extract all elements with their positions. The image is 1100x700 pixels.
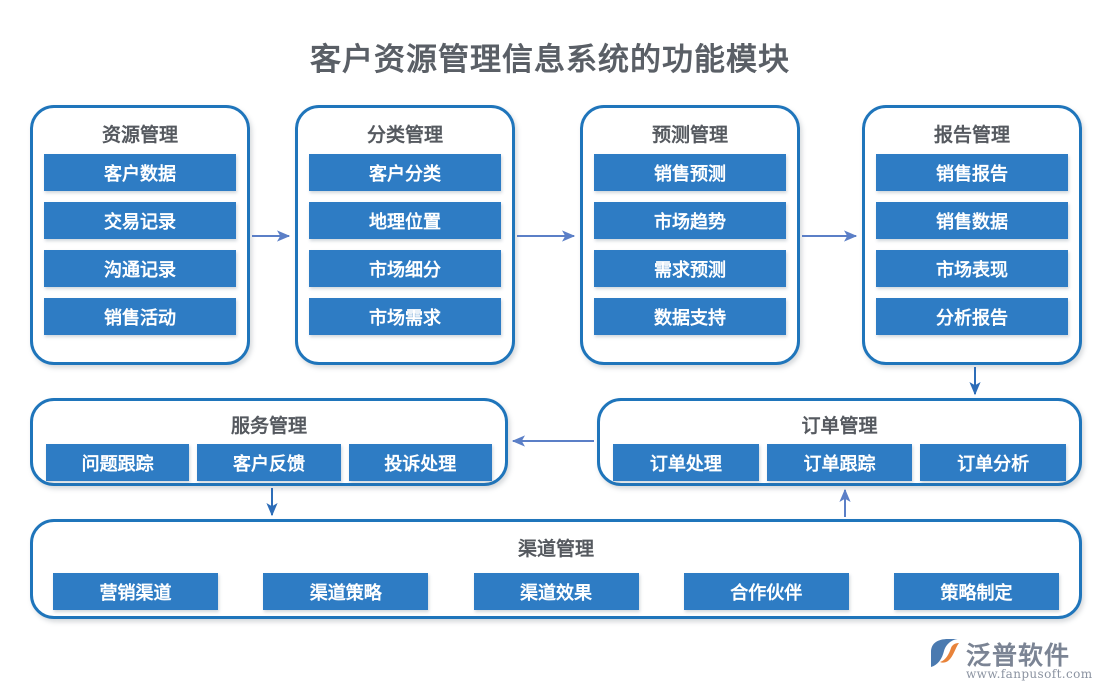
module-item-chip[interactable]: 交易记录 bbox=[44, 202, 236, 239]
brand-logo: 泛普软件 www.fanpusoft.com bbox=[928, 636, 1092, 688]
card-title: 报告管理 bbox=[933, 124, 1010, 146]
module-card-order[interactable]: 订单管理 订单处理 订单跟踪 订单分析 bbox=[597, 398, 1082, 486]
module-card-resource[interactable]: 资源管理 客户数据 交易记录 沟通记录 销售活动 bbox=[30, 105, 250, 365]
module-item-chip[interactable]: 营销渠道 bbox=[53, 573, 218, 610]
card-title: 渠道管理 bbox=[517, 538, 594, 560]
module-item-chip[interactable]: 客户反馈 bbox=[197, 444, 341, 481]
card-title: 分类管理 bbox=[366, 124, 443, 146]
module-item-chip[interactable]: 销售活动 bbox=[44, 298, 236, 335]
module-item-chip[interactable]: 合作伙伴 bbox=[683, 573, 849, 610]
module-item-chip[interactable]: 订单处理 bbox=[613, 444, 759, 481]
module-item-chip[interactable]: 需求预测 bbox=[594, 250, 786, 287]
card-title: 服务管理 bbox=[230, 415, 307, 437]
module-item-chip[interactable]: 市场表现 bbox=[876, 250, 1068, 287]
module-item-chip[interactable]: 订单分析 bbox=[920, 444, 1067, 481]
module-card-channel[interactable]: 渠道管理 营销渠道 渠道策略 渠道效果 合作伙伴 策略制定 bbox=[30, 519, 1082, 619]
module-item-chip[interactable]: 分析报告 bbox=[876, 298, 1068, 335]
module-item-chip[interactable]: 沟通记录 bbox=[44, 250, 236, 287]
chip-row: 问题跟踪 客户反馈 投诉处理 bbox=[46, 444, 492, 481]
module-item-chip[interactable]: 市场需求 bbox=[309, 298, 501, 335]
fanpu-logo-icon bbox=[931, 639, 959, 667]
module-item-chip[interactable]: 渠道效果 bbox=[473, 573, 639, 610]
module-card-classification[interactable]: 分类管理 客户分类 地理位置 市场细分 市场需求 bbox=[295, 105, 515, 365]
card-title: 预测管理 bbox=[651, 124, 728, 146]
module-card-service[interactable]: 服务管理 问题跟踪 客户反馈 投诉处理 bbox=[30, 398, 508, 486]
module-item-chip[interactable]: 销售数据 bbox=[876, 202, 1068, 239]
module-item-chip[interactable]: 市场趋势 bbox=[594, 202, 786, 239]
module-item-chip[interactable]: 投诉处理 bbox=[348, 444, 492, 481]
module-item-chip[interactable]: 渠道策略 bbox=[263, 573, 429, 610]
module-card-report[interactable]: 报告管理 销售报告 销售数据 市场表现 分析报告 bbox=[862, 105, 1082, 365]
module-card-forecast[interactable]: 预测管理 销售预测 市场趋势 需求预测 数据支持 bbox=[580, 105, 800, 365]
module-item-chip[interactable]: 市场细分 bbox=[309, 250, 501, 287]
module-item-chip[interactable]: 订单跟踪 bbox=[766, 444, 913, 481]
module-item-chip[interactable]: 客户数据 bbox=[44, 154, 236, 191]
chip-row: 订单处理 订单跟踪 订单分析 bbox=[613, 444, 1067, 481]
module-item-chip[interactable]: 问题跟踪 bbox=[46, 444, 190, 481]
card-title: 资源管理 bbox=[101, 124, 178, 146]
page-title: 客户资源管理信息系统的功能模块 bbox=[310, 42, 790, 78]
module-item-chip[interactable]: 数据支持 bbox=[594, 298, 786, 335]
module-item-chip[interactable]: 地理位置 bbox=[309, 202, 501, 239]
module-item-chip[interactable]: 策略制定 bbox=[894, 573, 1059, 610]
module-item-chip[interactable]: 销售预测 bbox=[594, 154, 786, 191]
chip-row: 营销渠道 渠道策略 渠道效果 合作伙伴 策略制定 bbox=[53, 573, 1059, 610]
card-title: 订单管理 bbox=[801, 415, 878, 437]
module-item-chip[interactable]: 客户分类 bbox=[309, 154, 501, 191]
logo-wordmark: 泛普软件 bbox=[966, 641, 1071, 670]
module-item-chip[interactable]: 销售报告 bbox=[876, 154, 1068, 191]
logo-url: www.fanpusoft.com bbox=[966, 667, 1093, 681]
